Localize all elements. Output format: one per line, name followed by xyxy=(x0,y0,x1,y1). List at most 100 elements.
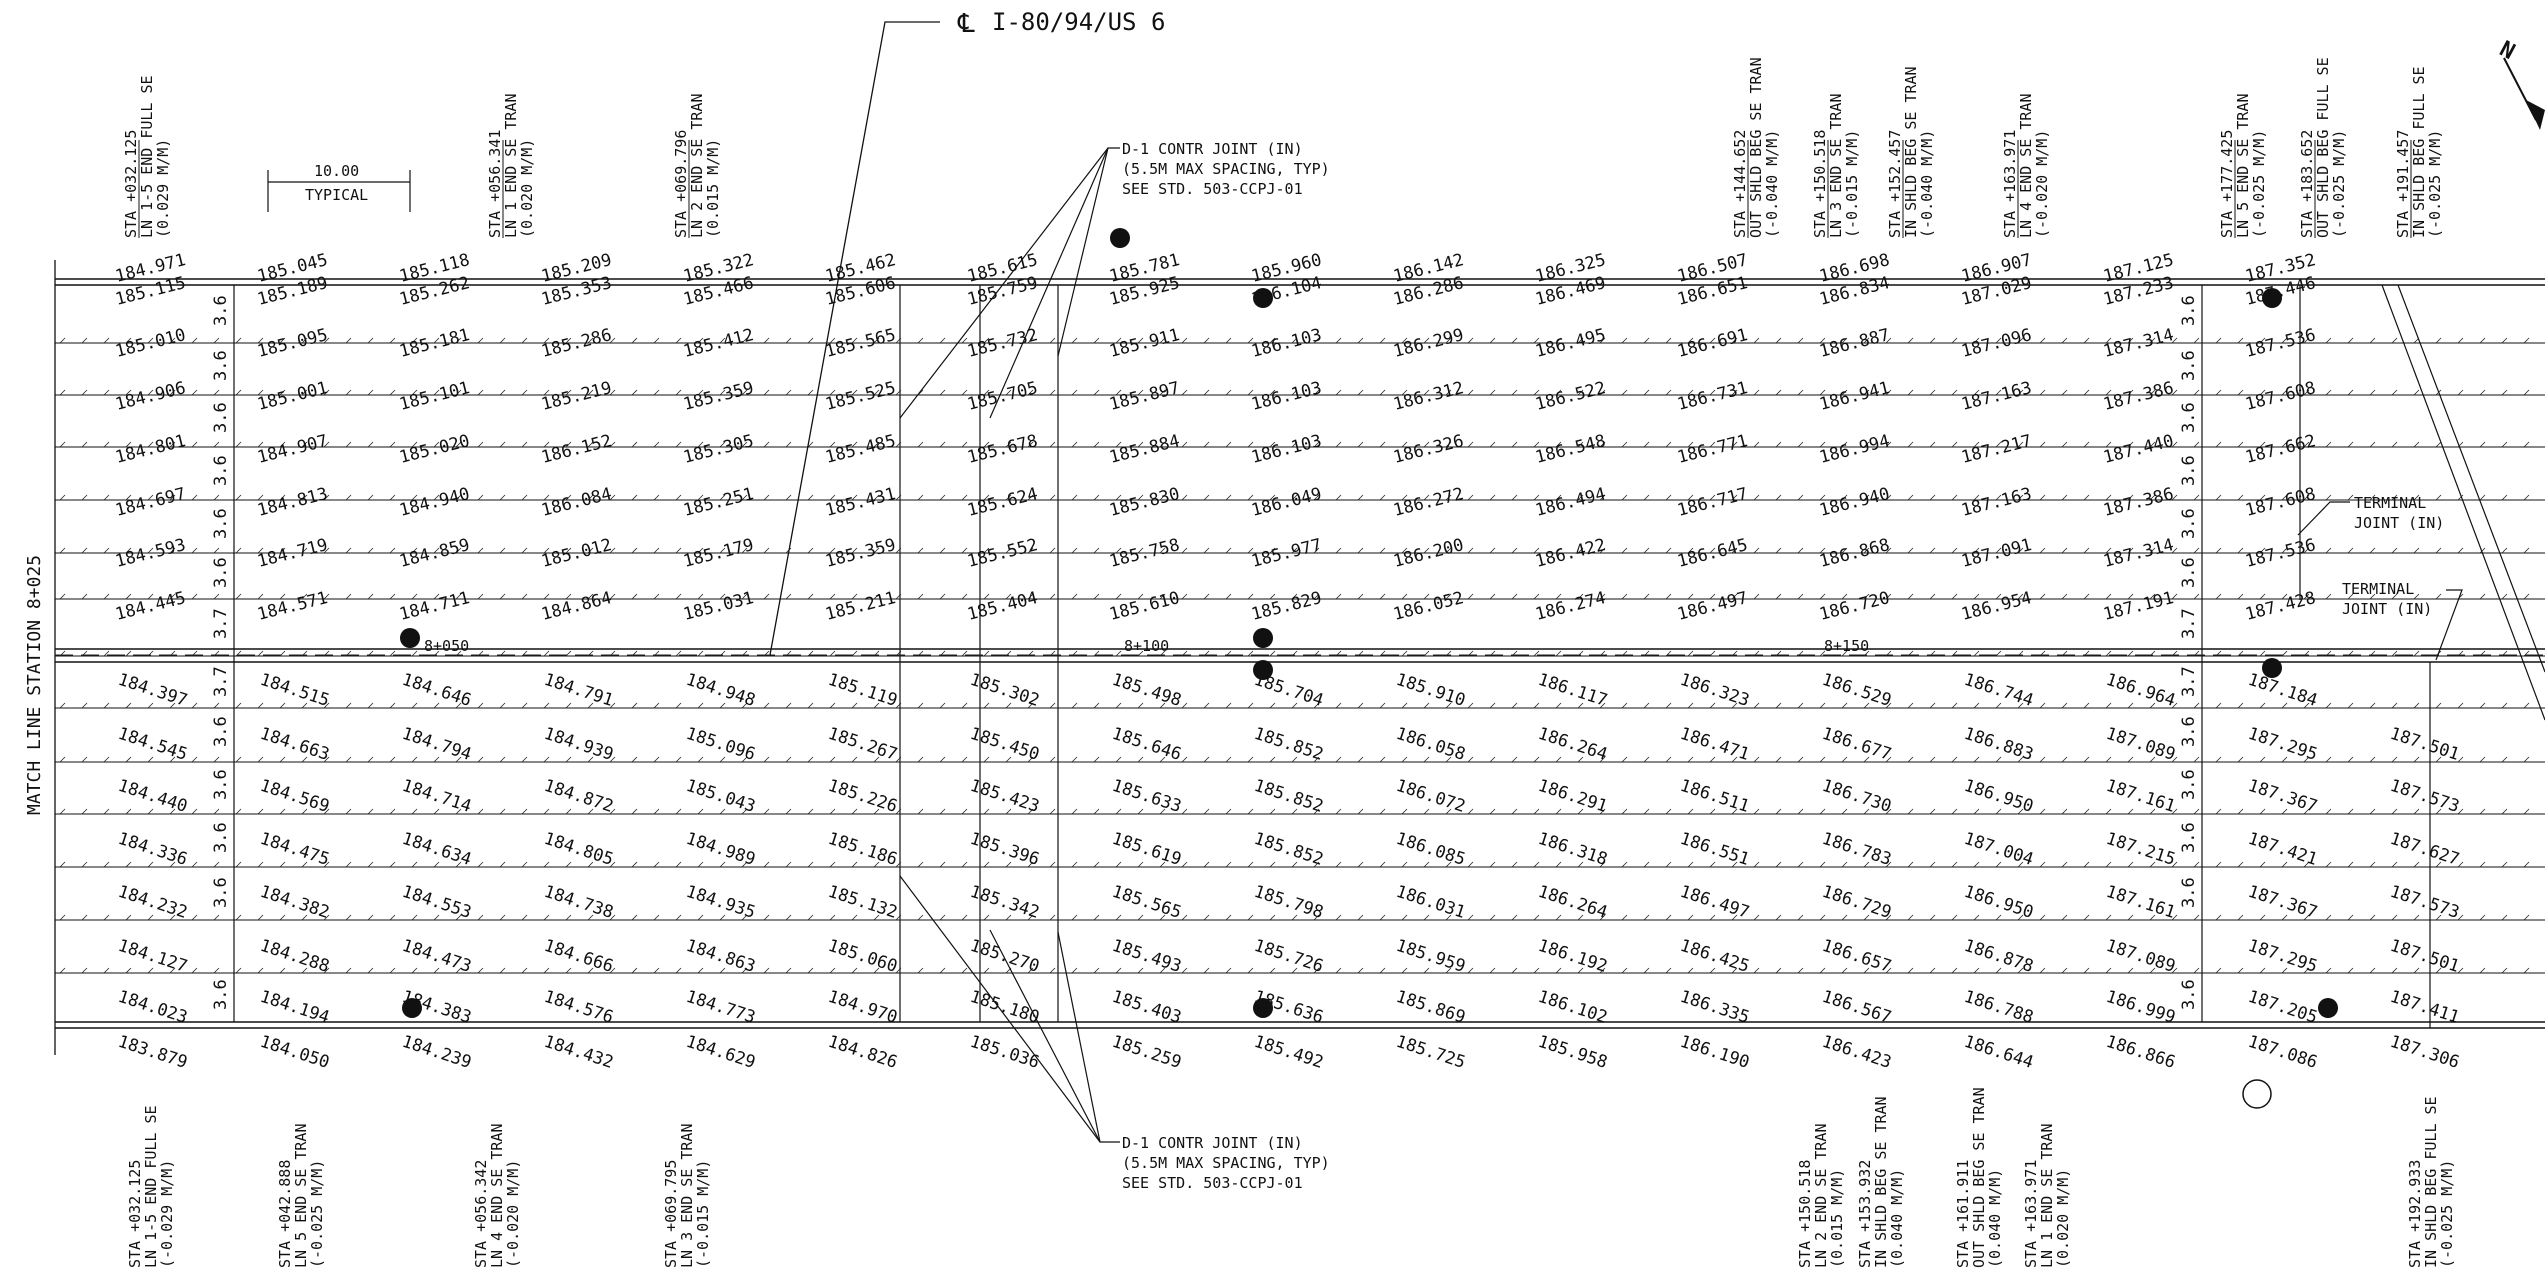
joint-tick xyxy=(1753,914,1760,921)
joint-tick xyxy=(939,389,946,396)
joint-tick xyxy=(499,389,506,396)
lane-width-left: 3.6 xyxy=(211,716,231,747)
joint-tick xyxy=(1665,967,1672,974)
joint-tick xyxy=(2083,967,2090,974)
joint-tick xyxy=(2105,337,2112,344)
joint-tick xyxy=(1027,914,1034,921)
joint-tick xyxy=(1731,702,1738,709)
callout-line: IN SHLD BEG SE TRAN xyxy=(1872,1096,1890,1268)
joint-tick xyxy=(59,702,66,709)
joint-tick xyxy=(323,808,330,815)
joint-tick xyxy=(2479,702,2486,709)
joint-tick xyxy=(1137,547,1144,554)
joint-tick xyxy=(2325,441,2332,448)
elevation-label: 186.072 xyxy=(1393,776,1467,817)
joint-tick xyxy=(961,441,968,448)
joint-tick xyxy=(1599,914,1606,921)
elevation-label: 185.186 xyxy=(825,829,899,870)
joint-tick xyxy=(389,756,396,763)
joint-tick xyxy=(1709,702,1716,709)
joint-tick xyxy=(1511,337,1518,344)
joint-tick xyxy=(59,337,66,344)
joint-tick xyxy=(1797,914,1804,921)
joint-tick xyxy=(785,389,792,396)
joint-tick xyxy=(565,389,572,396)
joint-tick xyxy=(147,593,154,600)
elevation-label: 185.060 xyxy=(825,936,899,977)
joint-tick xyxy=(521,650,528,657)
joint-tick xyxy=(1313,967,1320,974)
survey-markers xyxy=(400,228,2338,1109)
joint-tick xyxy=(1599,389,1606,396)
joint-tick xyxy=(1665,547,1672,554)
joint-tick xyxy=(2325,494,2332,501)
elevation-label: 186.312 xyxy=(1391,378,1465,415)
joint-tick xyxy=(367,389,374,396)
joint-tick xyxy=(1313,441,1320,448)
joint-tick xyxy=(1335,808,1342,815)
joint-tick xyxy=(829,702,836,709)
joint-tick xyxy=(917,756,924,763)
joint-tick xyxy=(389,861,396,868)
joint-tick xyxy=(1225,337,1232,344)
joint-tick xyxy=(917,861,924,868)
joint-tick xyxy=(367,808,374,815)
joint-tick xyxy=(741,441,748,448)
joint-tick xyxy=(147,861,154,868)
joint-tick xyxy=(1511,494,1518,501)
joint-tick xyxy=(873,593,880,600)
elevation-label: 185.031 xyxy=(681,588,755,625)
joint-tick xyxy=(59,494,66,501)
joint-tick xyxy=(1093,494,1100,501)
joint-tick xyxy=(851,861,858,868)
elevation-label: 185.852 xyxy=(1251,829,1325,870)
joint-tick xyxy=(1929,389,1936,396)
joint-tick xyxy=(1115,756,1122,763)
elevation-label: 186.729 xyxy=(1819,882,1893,923)
joint-tick xyxy=(1599,756,1606,763)
joint-tick xyxy=(1533,702,1540,709)
elevation-label: 184.935 xyxy=(683,882,757,923)
joint-tick xyxy=(1445,808,1452,815)
joint-tick xyxy=(1863,441,1870,448)
elevation-label: 184.666 xyxy=(541,936,615,977)
callout-line: (-0.025 M/M) xyxy=(308,1160,326,1268)
joint-tick xyxy=(1445,494,1452,501)
joint-tick xyxy=(763,494,770,501)
joint-tick xyxy=(477,861,484,868)
joint-tick xyxy=(763,861,770,868)
callout-line: (0.020 M/M) xyxy=(518,139,536,238)
elevation-label: 184.864 xyxy=(539,588,613,625)
joint-tick xyxy=(1071,494,1078,501)
joint-tick xyxy=(631,702,638,709)
joint-tick xyxy=(851,967,858,974)
elevation-label: 184.629 xyxy=(683,1032,757,1073)
joint-tick xyxy=(1555,494,1562,501)
callout-line: STA +150.518 xyxy=(1796,1160,1814,1268)
elevation-label: 186.323 xyxy=(1677,670,1751,711)
joint-tick xyxy=(1731,494,1738,501)
joint-tick xyxy=(367,861,374,868)
elevation-label: 185.525 xyxy=(823,378,897,415)
joint-tick xyxy=(1335,593,1342,600)
joint-tick xyxy=(895,808,902,815)
joint-tick xyxy=(1621,441,1628,448)
joint-tick xyxy=(675,547,682,554)
joint-tick xyxy=(1577,547,1584,554)
joint-tick xyxy=(2127,756,2134,763)
joint-tick xyxy=(719,702,726,709)
joint-tick xyxy=(1819,547,1826,554)
joint-tick xyxy=(1357,702,1364,709)
joint-tick xyxy=(1335,861,1342,868)
joint-tick xyxy=(1511,808,1518,815)
callout-line: LN 3 END SE TRAN xyxy=(1827,94,1845,239)
joint-tick xyxy=(1445,337,1452,344)
joint-tick xyxy=(2369,967,2376,974)
joint-tick xyxy=(1137,702,1144,709)
joint-tick xyxy=(2171,914,2178,921)
joint-tick xyxy=(2149,547,2156,554)
